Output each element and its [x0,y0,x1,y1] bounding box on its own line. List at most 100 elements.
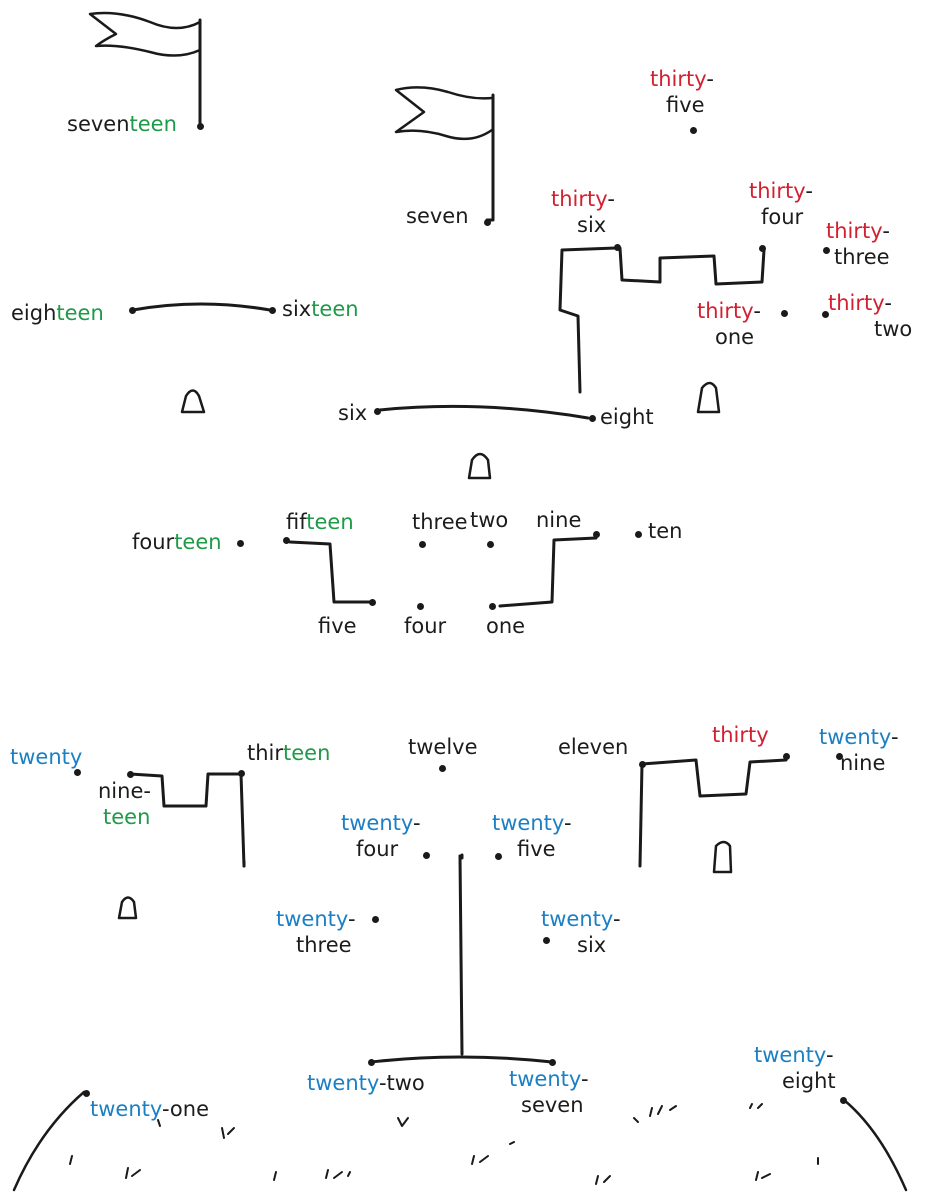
label-part: thirty [828,291,885,315]
dot-ten[interactable] [634,530,642,538]
label-part: thirty [712,723,769,747]
label-part: thirty [749,179,806,203]
dot-thirty-two[interactable] [821,310,829,318]
dot-eight[interactable] [588,414,596,422]
label-part: seven [406,204,469,228]
label-thirteen: thirteen [247,740,330,766]
dot-one[interactable] [488,602,496,610]
label-part: - [805,179,813,203]
label-part: teen [283,741,331,765]
label-part: nine- [98,779,151,803]
label-part: two [470,508,509,532]
label-nine: nine [536,507,581,533]
dot-eighteen[interactable] [128,306,136,314]
label-part: thirty [697,299,754,323]
dot-two[interactable] [486,540,494,548]
dot-fifteen[interactable] [282,536,290,544]
label-part: teen [174,530,222,554]
dot-thirty-six[interactable] [613,243,621,251]
upper-wall-drawing [131,246,766,420]
label-twenty-five: twenty-five [492,810,572,862]
label-part: - [825,1043,834,1067]
dot-seven[interactable] [483,218,491,226]
label-part: five [666,93,705,117]
dot-five[interactable] [368,598,376,606]
label-part: teen [129,112,177,136]
dot-nineteen[interactable] [126,770,134,778]
label-part: - [706,67,714,91]
label-part: teen [306,510,354,534]
label-thirty-four: thirty-four [749,178,813,230]
label-part: twenty [90,1097,162,1121]
dot-eleven[interactable] [638,760,646,768]
label-part: eleven [558,735,629,759]
dot-seventeen[interactable] [196,122,204,130]
label-one: one [486,613,525,639]
label-part: twenty [509,1067,581,1091]
dot-nine[interactable] [592,530,600,538]
grass-drawing [69,1103,819,1185]
dot-twenty-three[interactable] [371,915,379,923]
label-part: six [577,213,607,237]
label-part: twenty [492,811,564,835]
label-twelve: twelve [408,734,478,760]
dot-four[interactable] [416,602,424,610]
label-three: three [412,509,468,535]
dot-thirty-five[interactable] [689,126,697,134]
gate-steps-drawing [288,536,598,608]
label-twenty-seven: twenty-seven [509,1066,589,1118]
label-six: six [338,400,367,426]
label-part: four [132,530,175,554]
dot-thirty[interactable] [782,752,790,760]
label-eighteen: eighteen [11,300,104,326]
label-eight: eight [600,404,654,430]
dot-twenty-two[interactable] [367,1058,375,1066]
upper-windows-drawing [180,381,721,480]
dot-twenty-six[interactable] [542,936,550,944]
label-part: twenty [276,907,348,931]
dot-twenty-seven[interactable] [548,1058,556,1066]
dot-three[interactable] [418,540,426,548]
dot-thirty-one[interactable] [780,309,788,317]
dot-thirty-four[interactable] [758,244,766,252]
label-part: three [296,933,352,957]
label-nineteen: nine-teen [98,778,151,830]
dot-twenty-one[interactable] [82,1089,90,1097]
label-sixteen: sixteen [282,296,359,322]
dot-sixteen[interactable] [268,306,276,314]
dot-twenty-eight[interactable] [839,1096,847,1104]
label-part: twenty [10,745,83,769]
label-five: five [318,613,357,639]
label-part: one [715,325,755,349]
label-part: five [318,614,357,638]
label-twenty-nine: twenty-nine [819,724,899,776]
label-part: -two [378,1071,425,1095]
label-part: twenty [307,1071,379,1095]
label-ten: ten [648,518,682,544]
label-part: eigh [11,301,57,325]
dot-twenty[interactable] [73,768,81,776]
flag-left-drawing [88,11,202,127]
label-part: - [563,811,572,835]
dot-twenty-four[interactable] [422,851,430,859]
dot-twenty-five[interactable] [494,852,502,860]
dot-thirty-three[interactable] [822,246,830,254]
dot-six[interactable] [373,407,381,415]
label-twenty-eight: twenty-eight [754,1042,836,1094]
label-twenty-two: twenty-two [307,1070,425,1096]
label-part: thirty [826,219,883,243]
dot-twenty-nine[interactable] [835,752,843,760]
label-part: twenty [819,725,891,749]
dot-twelve[interactable] [438,764,446,772]
label-twenty-one: twenty-one [90,1096,209,1122]
hill-drawing [12,1090,908,1192]
lower-castle-drawing [128,758,788,1064]
label-part: teen [311,297,359,321]
dot-thirteen[interactable] [237,769,245,777]
dot-fourteen[interactable] [236,539,244,547]
label-fourteen: fourteen [132,529,222,555]
label-four: four [404,613,446,639]
label-part: seven [521,1093,584,1117]
label-part: - [890,725,899,749]
